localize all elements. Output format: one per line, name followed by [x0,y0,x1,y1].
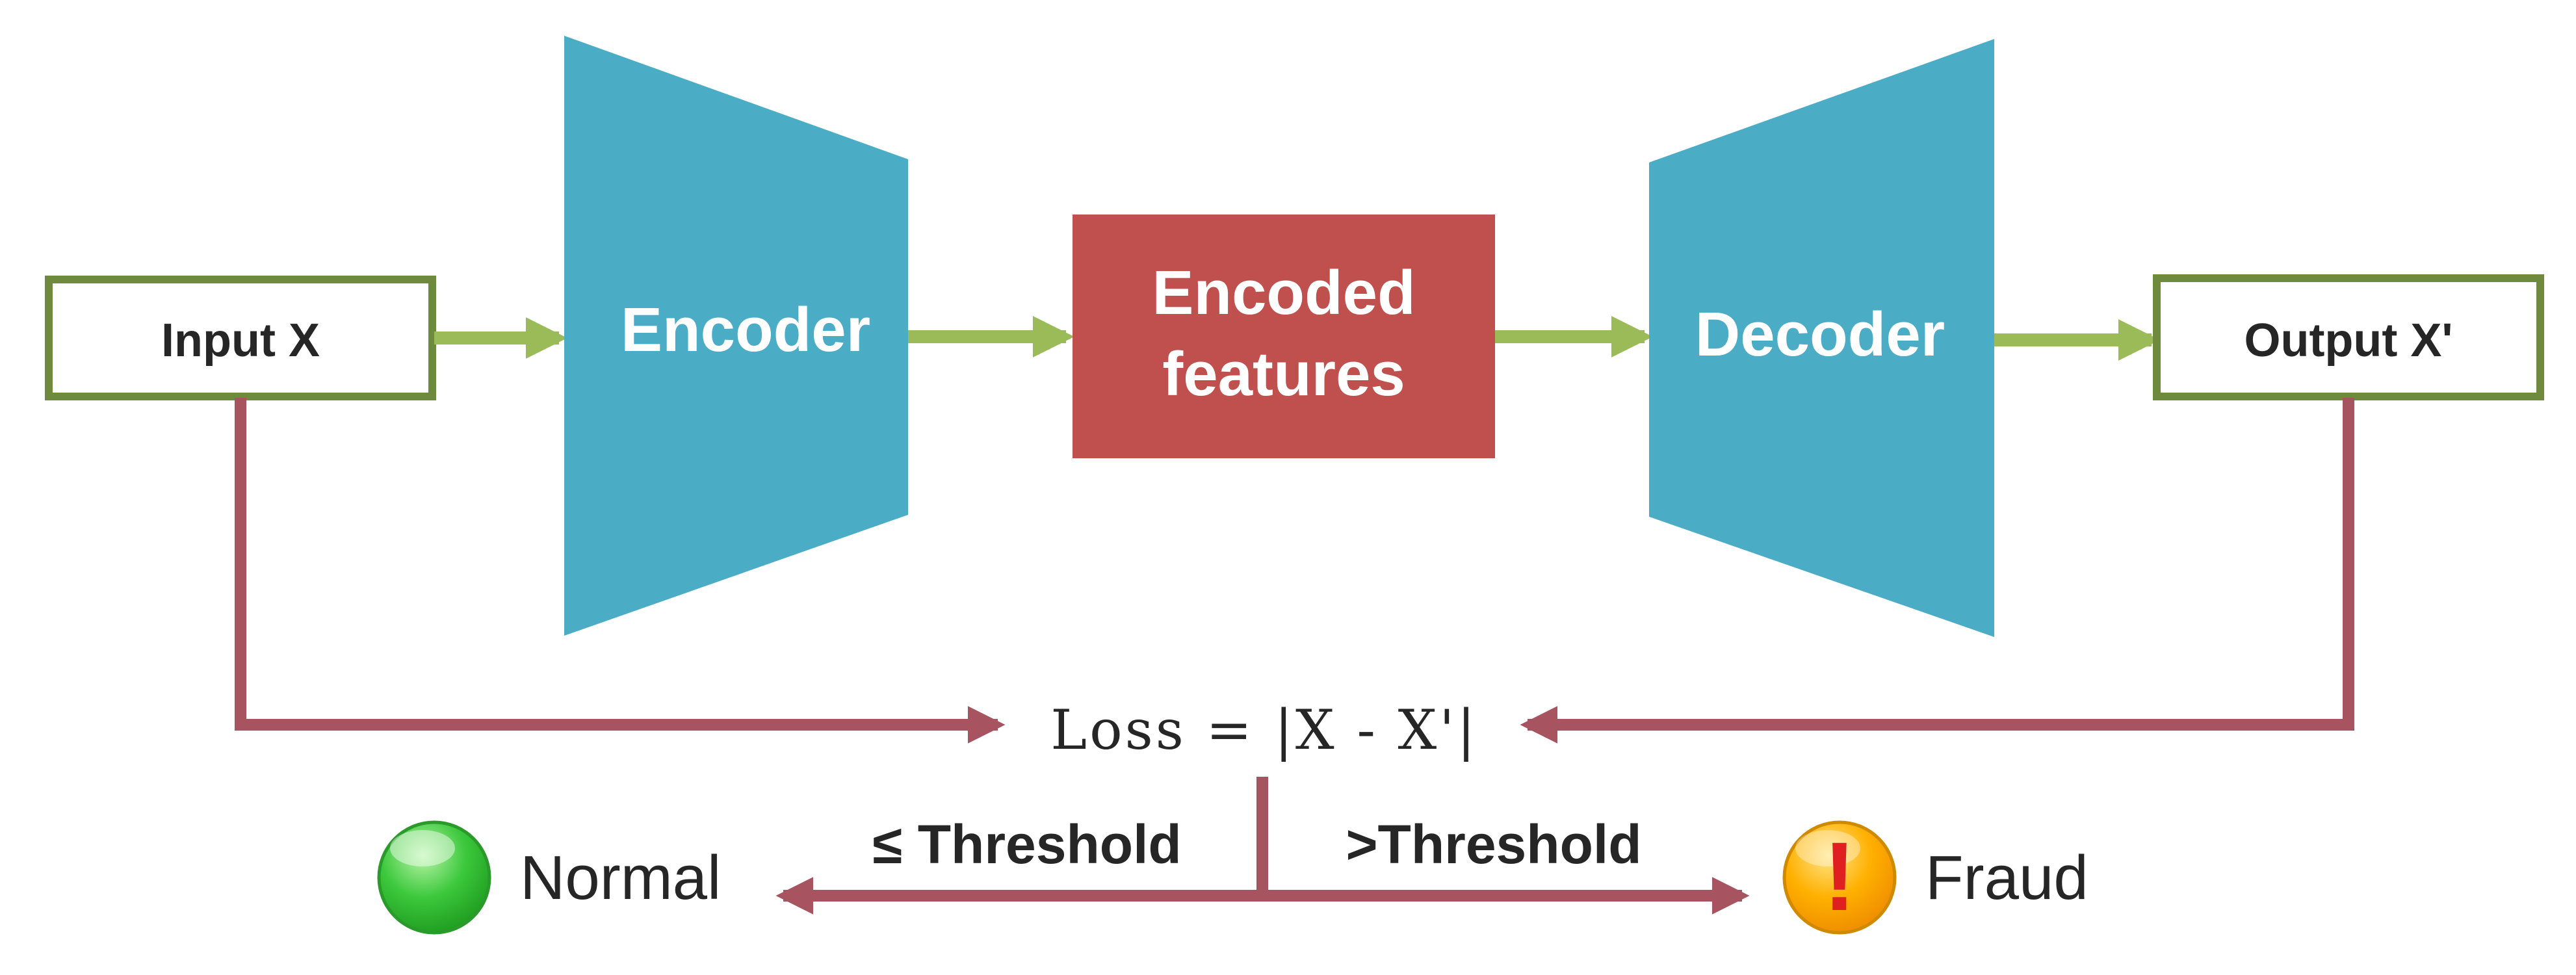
encoder-block: Encoder [564,36,908,636]
normal-outcome: Normal [377,820,721,935]
decoder-label: Decoder [1695,300,1945,369]
loss-formula: Loss = |X - X'| [1050,698,1477,762]
fraud-outcome: ! Fraud [1782,820,2088,935]
encoded-features-line2: features [1162,339,1405,409]
input-box: Input X [45,276,436,400]
encoded-features-block: Encoded features [1073,214,1495,458]
output-box: Output X' [2153,274,2544,400]
fraud-exclamation: ! [1823,822,1856,931]
loss-connector-from-output [1520,398,2354,744]
decoder-block: Decoder [1649,39,1994,637]
normal-status-icon [377,820,491,935]
output-label: Output X' [2244,315,2452,367]
encoded-features-line1: Encoded [1152,258,1415,328]
fraud-warning-icon [1782,820,1897,935]
encoder-label: Encoder [621,295,870,365]
loss-connector-from-input [235,398,1006,744]
fraud-label: Fraud [1925,843,2088,913]
threshold-low-label: ≤ Threshold [872,814,1181,875]
threshold-high-label: >Threshold [1346,814,1641,875]
input-label: Input X [161,315,320,367]
normal-label: Normal [520,843,721,913]
